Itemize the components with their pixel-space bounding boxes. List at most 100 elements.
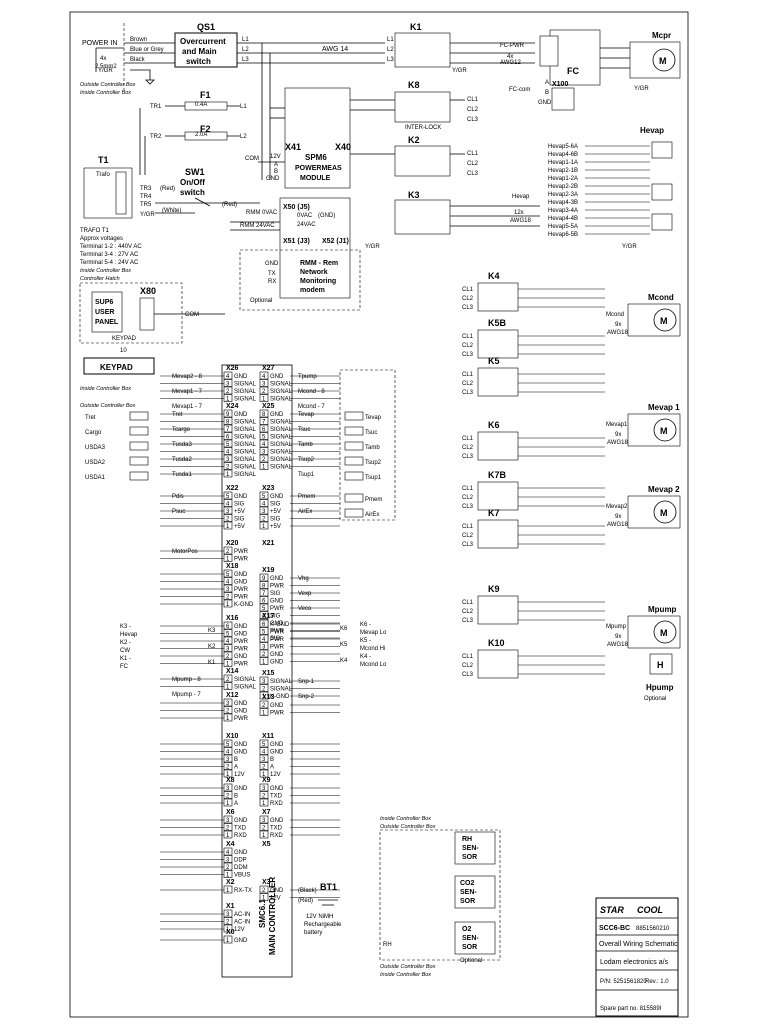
- svg-text:On/Off: On/Off: [180, 178, 205, 187]
- x2-pin: 1: [226, 888, 230, 894]
- svg-text:SCC6-BC: SCC6-BC: [599, 925, 630, 932]
- power-cable-size: 2.5mm2: [95, 64, 117, 70]
- x20-id: X20: [226, 540, 239, 547]
- x6-signal: RXD: [234, 833, 247, 839]
- x12-id: X12: [226, 692, 239, 699]
- x16-id: X16: [226, 615, 239, 622]
- x24-pin: 6: [226, 435, 230, 441]
- x17-relay-label: Mcond Lo: [360, 662, 387, 668]
- x22-id: X22: [226, 485, 239, 492]
- x18-pin: 4: [226, 580, 230, 586]
- svg-text:COOL: COOL: [637, 905, 663, 915]
- bt1-battery: BT1 12V NiMH Rechargeable battery (Black…: [298, 882, 342, 936]
- sw1-on-off-switch: SW1 On/Off switch (Red) (White) (Red): [155, 167, 260, 214]
- x26-signal: SIGNAL: [234, 397, 257, 403]
- x17-signal: PWR: [270, 645, 285, 651]
- x4-signal: GND: [234, 850, 248, 856]
- svg-text:M: M: [660, 628, 668, 638]
- x24-signal: SIGNAL: [234, 427, 257, 433]
- x11-pin: 4: [262, 750, 266, 756]
- k7b-terminal-label: CL1: [462, 486, 474, 492]
- x0-signal: GND: [234, 938, 248, 944]
- x16-signal: GND: [234, 654, 248, 660]
- x26-signal: SIGNAL: [234, 382, 257, 388]
- svg-text:0VAC: 0VAC: [297, 213, 313, 219]
- svg-text:KEYPAD: KEYPAD: [112, 336, 137, 342]
- x24-signal: SIGNAL: [234, 420, 257, 426]
- x27-signal: SIGNAL: [270, 389, 293, 395]
- svg-text:K2: K2: [408, 135, 420, 145]
- svg-text:X41: X41: [285, 142, 301, 152]
- x16-pin: 1: [226, 662, 230, 668]
- svg-text:SUP6: SUP6: [95, 299, 113, 306]
- x8-pin: 2: [226, 794, 230, 800]
- x10-pin: 4: [226, 750, 230, 756]
- svg-text:TR4: TR4: [140, 194, 152, 200]
- x20-pin: 1: [226, 557, 230, 563]
- x17-id: X17: [262, 613, 275, 620]
- hevap-wire-label: Hevap6-5B: [548, 232, 578, 238]
- x9-signal: GND: [270, 786, 284, 792]
- svg-text:FC-PWR: FC-PWR: [500, 43, 525, 49]
- x25-sensor-label: Tevap: [365, 415, 382, 421]
- x19-output-label: Vhg: [298, 576, 309, 582]
- x26-id: X26: [226, 365, 239, 372]
- x9-pin: 1: [262, 801, 266, 807]
- x16-relay-label: Hevap: [120, 632, 138, 638]
- wire-black: Black: [130, 57, 146, 63]
- x27-id: X27: [262, 365, 275, 372]
- svg-text:M: M: [660, 316, 668, 326]
- x24-input-label: Tret: [172, 412, 183, 418]
- mpump-label: Mpump: [648, 605, 677, 614]
- x7-signal: GND: [270, 818, 284, 824]
- x25-sensor-label: Tsuc: [365, 430, 377, 436]
- svg-text:Rechargeable: Rechargeable: [304, 922, 342, 928]
- x25-signal: SIGNAL: [270, 427, 293, 433]
- svg-text:L3: L3: [387, 57, 394, 63]
- k4-terminal-label: CL1: [462, 287, 474, 293]
- x18-signal: GND: [234, 580, 248, 586]
- x17-signal: GND: [270, 660, 284, 666]
- k7-terminal-label: CL3: [462, 542, 474, 548]
- svg-text:K1: K1: [410, 22, 422, 32]
- x9-id: X9: [262, 777, 271, 784]
- x11-pin: 1: [262, 772, 266, 778]
- x13-signal: PWR: [270, 711, 285, 717]
- svg-text:O2: O2: [462, 926, 471, 933]
- svg-text:PANEL: PANEL: [95, 319, 119, 326]
- x1-pin: 2: [226, 920, 230, 926]
- x25-pin: 4: [262, 442, 266, 448]
- x26-signal: GND: [234, 374, 248, 380]
- x24-pin: 1: [226, 472, 230, 478]
- x16-relay-label: K1 -: [120, 656, 131, 662]
- x10-pin: 1: [226, 772, 230, 778]
- x19-pin: 6: [262, 599, 266, 605]
- x25-output-label: Tevap: [298, 412, 315, 418]
- mpump-count: 9x: [615, 634, 621, 640]
- x16-signal: PWR: [234, 639, 249, 645]
- x25-pin: 5: [262, 435, 266, 441]
- x7-pin: 1: [262, 833, 266, 839]
- x23-pin: 4: [262, 502, 266, 508]
- svg-text:F1: F1: [200, 90, 211, 100]
- x25-sensor-label: Tamb: [365, 445, 380, 451]
- svg-text:CO2: CO2: [460, 880, 475, 887]
- svg-text:Hevap: Hevap: [512, 194, 530, 200]
- x13-id: X13: [262, 694, 275, 701]
- k4-terminal-label: CL2: [462, 296, 474, 302]
- svg-text:Overall Wiring Schematic: Overall Wiring Schematic: [599, 941, 678, 948]
- k5b-id: K5B: [488, 318, 507, 328]
- svg-text:L1: L1: [242, 37, 249, 43]
- svg-text:AWG12: AWG12: [500, 60, 521, 66]
- keypad-box: KEYPAD: [100, 363, 133, 372]
- x15-signal: SIGNAL: [270, 687, 293, 693]
